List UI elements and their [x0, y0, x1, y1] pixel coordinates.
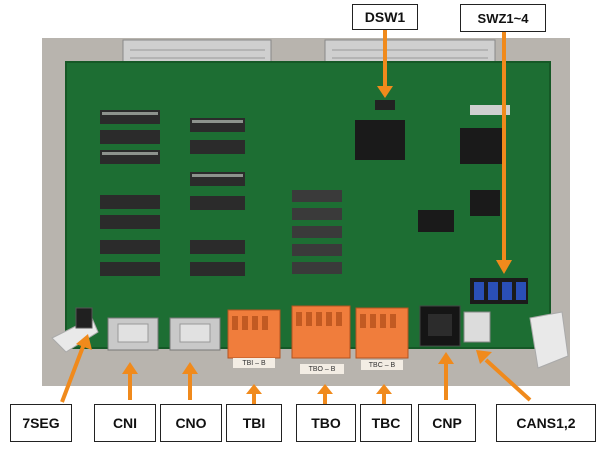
terminal-blocks: [227, 305, 409, 359]
callout-cans: CANS1,2: [496, 404, 596, 442]
callout-7seg: 7SEG: [10, 404, 72, 442]
dsw1-component: [375, 100, 395, 110]
cans-connector: [463, 311, 491, 343]
right-ejector: [529, 311, 569, 369]
callout-tbc: TBC: [360, 404, 412, 442]
callout-dsw1: DSW1: [352, 4, 418, 30]
callout-tbi: TBI: [226, 404, 282, 442]
tbc-board-label: TBC – B: [361, 360, 403, 370]
seven-segment-display: [75, 307, 93, 329]
main-cpu-chip: [355, 120, 405, 160]
swz-switch-group: [470, 278, 528, 304]
relay-block: [292, 190, 342, 274]
callout-swz: SWZ1~4: [460, 4, 546, 32]
secondary-chip: [460, 128, 502, 164]
callout-cno: CNO: [160, 404, 222, 442]
tbo-board-label: TBO – B: [300, 364, 344, 374]
callout-cnp: CNP: [418, 404, 476, 442]
callout-arrows: [60, 24, 532, 404]
tbi-board-label: TBI – B: [233, 358, 275, 368]
header-strip: [470, 105, 510, 115]
callout-tbo: TBO: [296, 404, 356, 442]
callout-cni: CNI: [94, 404, 156, 442]
